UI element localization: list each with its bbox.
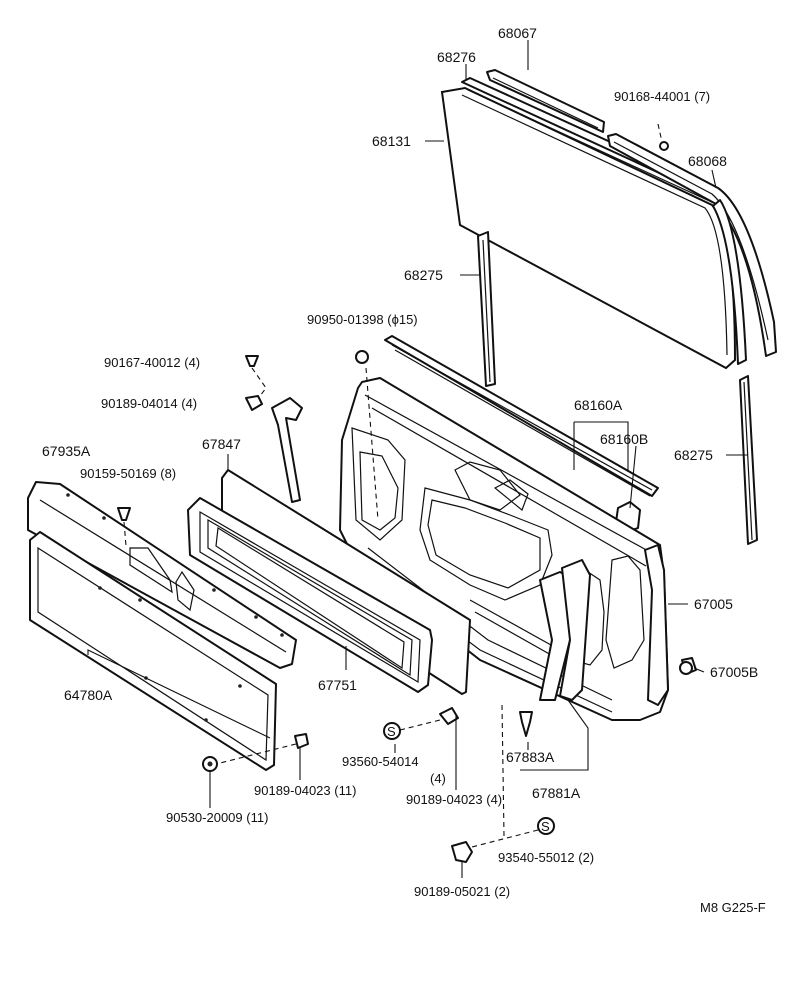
label-90189-04014: 90189-04014 (4) (101, 396, 197, 411)
fastener-90950 (355, 350, 379, 521)
fastener-93560: S (383, 719, 441, 740)
fastener-90189-04023-a (215, 733, 309, 765)
svg-text:S: S (387, 724, 396, 739)
label-90167-40012: 90167-40012 (4) (104, 355, 200, 370)
label-90189-05021: 90189-05021 (2) (414, 884, 510, 899)
fastener-90159 (117, 507, 131, 547)
weatherstrip-upper (486, 69, 605, 133)
glass-run-lower (384, 335, 659, 497)
label-90950-01398: 90950-01398 (ϕ15) (307, 312, 418, 327)
label-93560-qty: (4) (430, 771, 446, 786)
svg-text:S: S (541, 819, 550, 834)
hinge-axis-dash (501, 704, 505, 837)
fastener-90167 (245, 355, 267, 397)
label-90168-44001: 90168-44001 (7) (614, 89, 710, 104)
fastener-67883a (519, 711, 533, 737)
trim-board-lower (29, 531, 277, 771)
label-90189-04023-a: 90189-04023 (11) (254, 783, 356, 798)
label-90159-50169: 90159-50169 (8) (80, 466, 176, 481)
label-67751: 67751 (318, 677, 357, 693)
fastener-90189-05021 (451, 841, 473, 863)
fastener-90530 (202, 756, 218, 772)
diagram-code: M8 G225-F (700, 900, 766, 915)
label-90189-04023-b: 90189-04023 (4) (406, 792, 502, 807)
fastener-90168 (657, 123, 669, 151)
label-68131: 68131 (372, 133, 411, 149)
weatherstrip-side (607, 133, 777, 365)
label-67881a: 67881A (532, 785, 581, 801)
label-67005b: 67005B (710, 664, 758, 680)
label-67883a: 67883A (506, 749, 555, 765)
label-90530-20009: 90530-20009 (11) (166, 810, 268, 825)
label-68160b: 68160B (600, 431, 648, 447)
fastener-93540: S (467, 817, 555, 849)
leader-lines (87, 40, 748, 878)
fastener-67005b (679, 661, 693, 675)
back-door-panel (339, 377, 697, 721)
label-93540-55012: 93540-55012 (2) (498, 850, 594, 865)
fastener-90189-04014 (245, 395, 263, 411)
label-67005: 67005 (694, 596, 733, 612)
label-64780a: 64780A (64, 687, 113, 703)
label-68067: 68067 (498, 25, 537, 41)
label-68160a: 68160A (574, 397, 623, 413)
label-68275-right: 68275 (674, 447, 713, 463)
label-68275-upper: 68275 (404, 267, 443, 283)
label-68068: 68068 (688, 153, 727, 169)
division-strip-left (477, 231, 496, 387)
part-labels: 68067 68276 90168-44001 (7) 68131 68068 … (42, 25, 766, 915)
label-93560-54014: 93560-54014 (342, 754, 419, 769)
label-67935a: 67935A (42, 443, 91, 459)
label-67847: 67847 (202, 436, 241, 452)
inner-trim-frame (187, 497, 433, 693)
division-strip-right (739, 375, 758, 545)
fastener-90189-04023-b (439, 707, 459, 725)
label-68276: 68276 (437, 49, 476, 65)
